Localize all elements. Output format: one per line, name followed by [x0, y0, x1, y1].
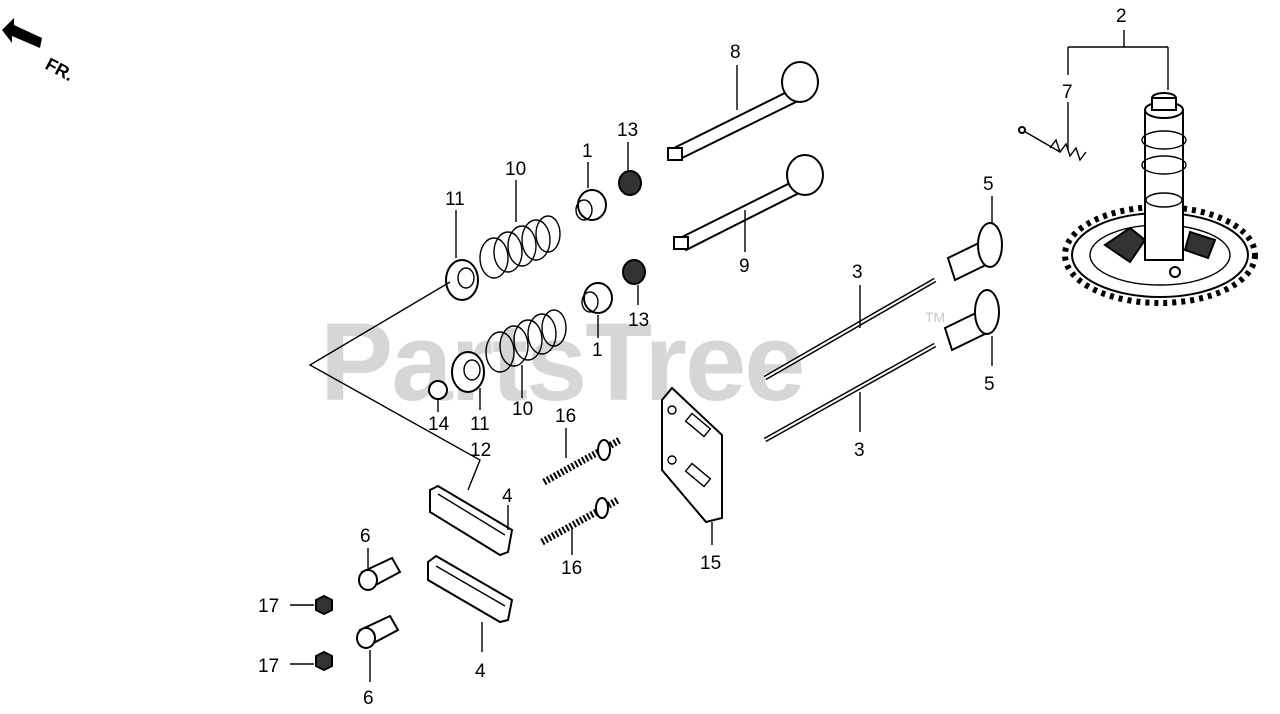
stud-upper [542, 428, 622, 486]
callout-3-top: 3 [852, 262, 863, 283]
callout-12-leader [308, 281, 481, 491]
callout-9: 9 [739, 256, 750, 277]
callout-13-top: 13 [617, 120, 638, 141]
callout-labels: 2 7 8 9 13 13 1 1 10 10 11 11 14 12 5 5 … [258, 6, 1127, 709]
callout-13-bottom: 13 [628, 310, 649, 331]
stud-lower [540, 496, 620, 555]
valve-spring-upper [479, 180, 561, 279]
callout-17-bottom: 17 [258, 656, 279, 677]
stem-seal-lower [581, 282, 613, 338]
callout-17-top: 17 [258, 596, 279, 617]
callout-3-bottom: 3 [854, 440, 865, 461]
arrow-icon [2, 18, 42, 48]
callout-5-bottom: 5 [984, 374, 995, 395]
pivot-upper [358, 548, 402, 591]
callout-6-bottom: 6 [363, 688, 374, 709]
direction-label: FR. [42, 54, 77, 85]
valve-lower [673, 154, 824, 252]
stem-seal-upper [575, 162, 607, 221]
callout-2-leader [1067, 30, 1169, 90]
callout-15: 15 [700, 553, 721, 574]
spring-retainer-upper [445, 210, 479, 301]
callout-16-top: 16 [555, 406, 576, 427]
push-rod-upper [763, 277, 937, 381]
valve-cap-lower [622, 259, 646, 305]
clip [428, 380, 448, 412]
front-direction-arrow: FR. [2, 18, 77, 85]
valve-cap-upper [618, 142, 642, 196]
callout-4-bottom: 4 [475, 661, 486, 682]
rocker-arm-upper [429, 484, 514, 557]
callout-14: 14 [428, 414, 450, 435]
tappet-upper [946, 196, 1003, 282]
callout-1-bottom: 1 [592, 340, 603, 361]
callout-7: 7 [1062, 82, 1073, 103]
nut-upper [290, 594, 333, 616]
valve-spring-lower [485, 309, 567, 398]
callout-10-bottom: 10 [512, 399, 533, 420]
callout-11-bottom: 11 [470, 414, 490, 435]
camshaft-assembly [1062, 92, 1258, 306]
callout-2: 2 [1116, 6, 1127, 27]
callout-10-top: 10 [505, 159, 526, 180]
watermark-trademark: TM [925, 309, 945, 325]
valve-upper [667, 61, 819, 162]
callout-8: 8 [730, 42, 741, 63]
push-rod-lower [763, 342, 937, 443]
callout-11-top: 11 [445, 189, 465, 210]
spring-retainer-lower [451, 351, 485, 410]
watermark-text: PartsTree [320, 301, 803, 424]
callout-6-top: 6 [360, 526, 371, 547]
spring-pin [1018, 102, 1087, 162]
callout-4-top: 4 [502, 486, 513, 507]
callout-16-bottom: 16 [561, 558, 582, 579]
guide-plate [661, 386, 723, 545]
watermark: PartsTree TM [320, 301, 945, 424]
tappet-lower [943, 289, 1000, 366]
rocker-arm-lower [427, 554, 514, 652]
callout-12: 12 [470, 440, 491, 461]
pivot-lower [356, 614, 400, 682]
callout-5-top: 5 [983, 174, 994, 195]
nut-lower [290, 650, 333, 672]
callout-1-top: 1 [582, 141, 593, 162]
